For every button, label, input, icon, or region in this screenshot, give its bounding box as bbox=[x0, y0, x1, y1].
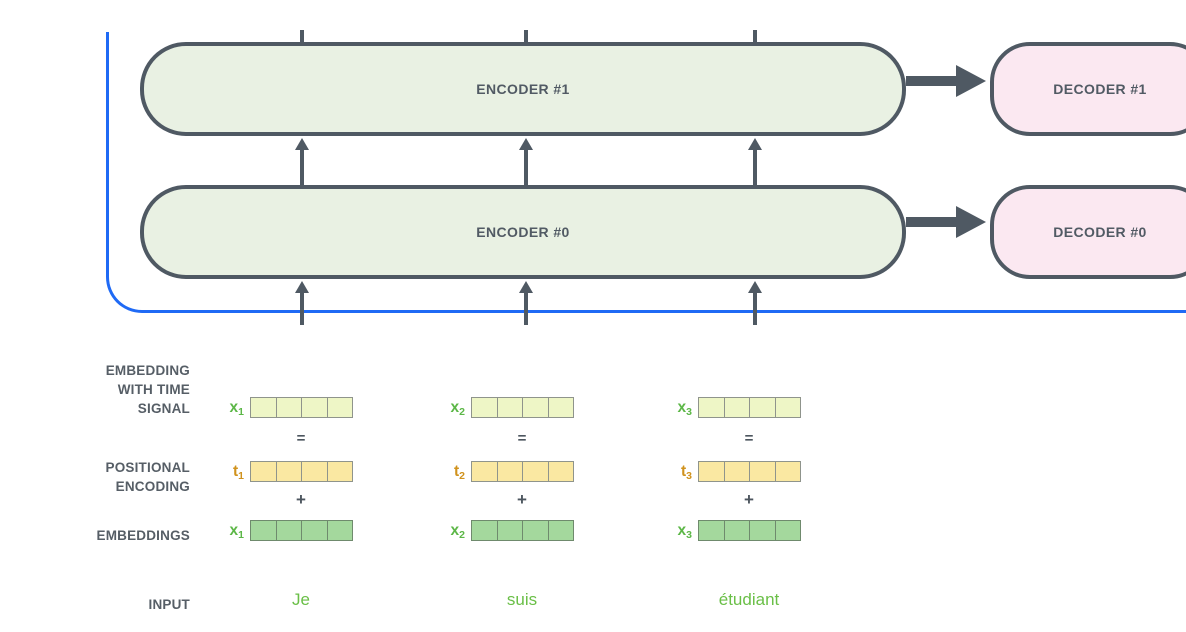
decoder-0-label: DECODER #0 bbox=[1053, 224, 1147, 240]
vector-cell bbox=[725, 398, 750, 417]
vector-cell bbox=[725, 521, 750, 540]
vector-cell bbox=[776, 398, 801, 417]
x1-time-signal-symbol: x1 bbox=[229, 399, 244, 418]
x2-time-signal-symbol: x2 bbox=[450, 399, 465, 418]
vector-cell bbox=[750, 462, 776, 481]
x3-embedding-symbol: x3 bbox=[677, 522, 692, 541]
encoder1-to-decoder1-arrow-head bbox=[956, 65, 986, 97]
t3-positional-vector bbox=[698, 461, 801, 482]
positional-encoding-label: POSITIONAL ENCODING bbox=[105, 460, 190, 494]
up-arrow-mid-1-head bbox=[295, 138, 309, 150]
encoder-output-line-3 bbox=[753, 30, 757, 45]
embedding-with-time-signal-label: EMBEDDING WITH TIME SIGNAL bbox=[105, 363, 190, 416]
up-arrow-mid-2-head bbox=[519, 138, 533, 150]
vector-cell bbox=[725, 462, 750, 481]
vector-cell bbox=[549, 521, 574, 540]
up-arrow-bottom-3-stem bbox=[753, 292, 757, 325]
vector-cell bbox=[328, 398, 353, 417]
up-arrow-mid-3-stem bbox=[753, 149, 757, 185]
x2-embedding-symbol: x2 bbox=[450, 522, 465, 541]
decoder-1-label: DECODER #1 bbox=[1053, 81, 1147, 97]
up-arrow-bottom-2-head bbox=[519, 281, 533, 293]
up-arrow-bottom-1-head bbox=[295, 281, 309, 293]
encoder-output-line-2 bbox=[524, 30, 528, 45]
equals-sign-3: = bbox=[744, 430, 754, 447]
t1-positional-vector bbox=[250, 461, 353, 482]
vector-cell bbox=[328, 521, 353, 540]
t2-positional-symbol: t2 bbox=[453, 463, 465, 482]
x1-embedding-vector bbox=[250, 520, 353, 541]
x2-time-signal-vector bbox=[471, 397, 574, 418]
vector-cell bbox=[549, 398, 574, 417]
vector-cell bbox=[776, 462, 801, 481]
vector-cell bbox=[251, 521, 277, 540]
input-label: INPUT bbox=[148, 597, 190, 612]
x3-time-signal-vector bbox=[698, 397, 801, 418]
vector-cell bbox=[251, 398, 277, 417]
vector-cell bbox=[776, 521, 801, 540]
vector-cell bbox=[302, 398, 328, 417]
vector-cell bbox=[302, 462, 328, 481]
vector-cell bbox=[549, 462, 574, 481]
vector-cell bbox=[498, 462, 523, 481]
equals-sign-1: = bbox=[296, 430, 306, 447]
vector-cell bbox=[699, 462, 725, 481]
embeddings-label: EMBEDDINGS bbox=[96, 528, 190, 543]
input-word-1: Je bbox=[292, 590, 310, 609]
decoder-1-box: DECODER #1 bbox=[990, 42, 1186, 136]
vector-cell bbox=[523, 462, 549, 481]
x3-embedding-vector bbox=[698, 520, 801, 541]
x1-time-signal-vector bbox=[250, 397, 353, 418]
up-arrow-mid-1-stem bbox=[300, 149, 304, 185]
t1-positional-symbol: t1 bbox=[232, 463, 244, 482]
vector-cell bbox=[472, 521, 498, 540]
vector-cell bbox=[750, 521, 776, 540]
vector-cell bbox=[523, 398, 549, 417]
vector-cell bbox=[750, 398, 776, 417]
encoder1-to-decoder1-arrow-shaft bbox=[906, 76, 958, 86]
plus-sign-1: + bbox=[296, 490, 306, 509]
plus-sign-2: + bbox=[517, 490, 527, 509]
t3-positional-symbol: t3 bbox=[680, 463, 692, 482]
decoder-0-box: DECODER #0 bbox=[990, 185, 1186, 279]
x1-embedding-symbol: x1 bbox=[229, 522, 244, 541]
vector-cell bbox=[699, 521, 725, 540]
vector-cell bbox=[472, 398, 498, 417]
vector-cell bbox=[699, 398, 725, 417]
up-arrow-bottom-2-stem bbox=[524, 292, 528, 325]
vector-cell bbox=[251, 462, 277, 481]
vector-cell bbox=[277, 521, 302, 540]
vector-cell bbox=[302, 521, 328, 540]
encoder0-to-decoder0-arrow-head bbox=[956, 206, 986, 238]
up-arrow-bottom-1-stem bbox=[300, 292, 304, 325]
vector-cell bbox=[277, 462, 302, 481]
equals-sign-2: = bbox=[517, 430, 527, 447]
vector-cell bbox=[498, 398, 523, 417]
encoder0-to-decoder0-arrow-shaft bbox=[906, 217, 958, 227]
encoder-0-box: ENCODER #0 bbox=[140, 185, 906, 279]
up-arrow-mid-3-head bbox=[748, 138, 762, 150]
encoder-1-label: ENCODER #1 bbox=[476, 81, 570, 97]
encoder-output-line-1 bbox=[300, 30, 304, 45]
encoder-0-label: ENCODER #0 bbox=[476, 224, 570, 240]
vector-cell bbox=[523, 521, 549, 540]
input-word-3: étudiant bbox=[718, 590, 780, 609]
x2-embedding-vector bbox=[471, 520, 574, 541]
vector-cell bbox=[472, 462, 498, 481]
encoder-stack-boundary bbox=[106, 32, 1186, 313]
encoder-1-box: ENCODER #1 bbox=[140, 42, 906, 136]
x3-time-signal-symbol: x3 bbox=[677, 399, 692, 418]
vector-cell bbox=[328, 462, 353, 481]
t2-positional-vector bbox=[471, 461, 574, 482]
plus-sign-3: + bbox=[744, 490, 754, 509]
up-arrow-bottom-3-head bbox=[748, 281, 762, 293]
vector-cell bbox=[277, 398, 302, 417]
input-word-2: suis bbox=[506, 590, 538, 609]
vector-cell bbox=[498, 521, 523, 540]
up-arrow-mid-2-stem bbox=[524, 149, 528, 185]
